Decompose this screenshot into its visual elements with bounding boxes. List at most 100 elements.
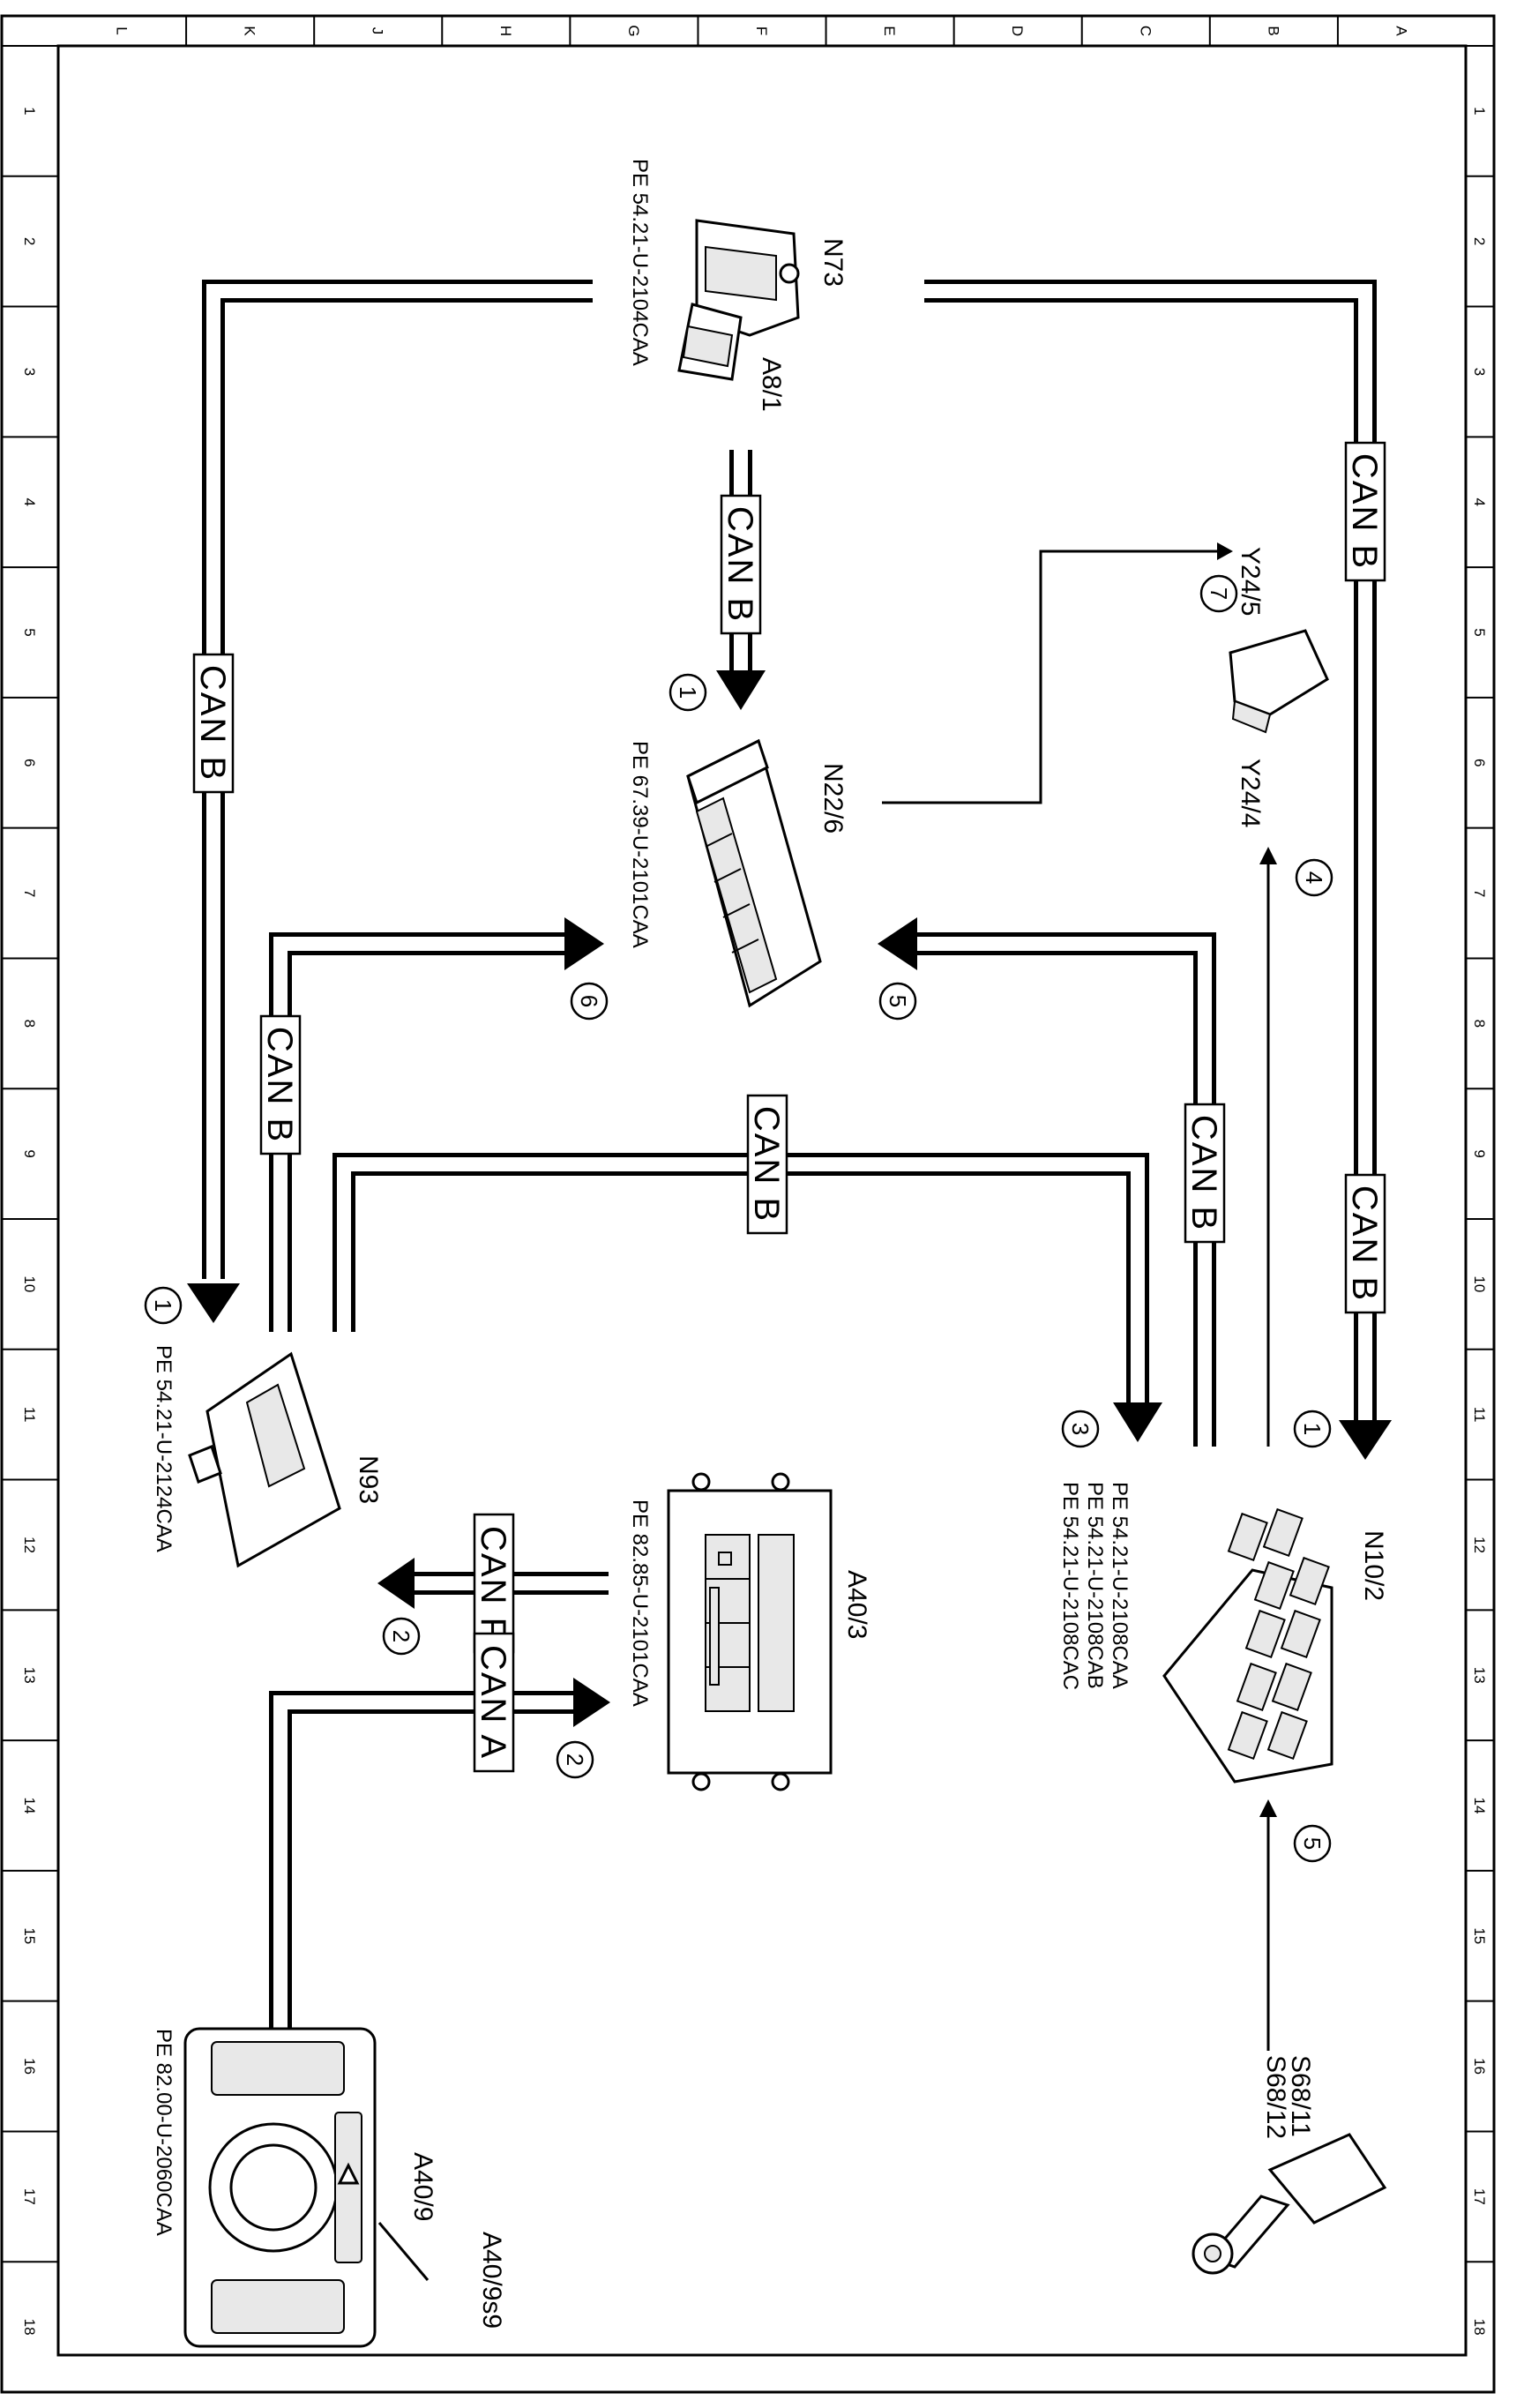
row-label-right-3: 3 [1471,368,1488,376]
column-label-h: H [497,26,514,36]
marker-5-n10-2: 5 [1293,1824,1332,1863]
sheet-frame [0,14,1496,2394]
svg-text:C: C [1137,26,1154,36]
svg-text:1: 1 [1299,1423,1326,1435]
column-label-g: G [625,25,642,36]
svg-text:A40/3: A40/3 [842,1570,871,1639]
row-label-left-7: 7 [21,889,38,897]
column-label-l: L [114,26,131,34]
ref-a40-9: PE 82.00-U-2060CAA [152,2029,176,2236]
comand-unit-a40-3 [667,1472,833,1791]
svg-text:3: 3 [21,368,38,376]
svg-text:CAN B: CAN B [260,1027,299,1143]
svg-text:PE 67.39-U-2101CAA: PE 67.39-U-2101CAA [628,741,652,948]
row-label-left-10: 10 [21,1275,38,1292]
svg-text:PE 82.85-U-2101CAA: PE 82.85-U-2101CAA [628,1499,652,1707]
label-n73: N73 [818,238,848,287]
row-label-right-9: 9 [1471,1149,1488,1157]
ref-n10-2-3: PE 54.21-U-2108CAC [1058,1482,1082,1690]
row-label-left-15: 15 [21,1927,38,1944]
column-label-k: K [242,26,258,36]
svg-text:CAN A: CAN A [474,1645,512,1760]
column-label-c: C [1137,26,1154,36]
marker-1-n22-6: 1 [669,673,707,712]
label-n93: N93 [354,1455,383,1504]
operating-unit-a40-9 [183,2027,377,2348]
can-b-wire-n73-to-n93 [202,280,593,1279]
svg-text:K: K [242,26,258,36]
svg-text:S68/12: S68/12 [1261,2055,1290,2139]
svg-text:16: 16 [1471,2058,1488,2075]
svg-text:7: 7 [1471,889,1488,897]
svg-text:15: 15 [21,1927,38,1944]
svg-text:8: 8 [1471,1020,1488,1028]
row-label-right-4: 4 [1471,497,1488,505]
svg-text:D: D [1009,26,1026,36]
svg-text:14: 14 [21,1798,38,1814]
label-y24-4: Y24/4 [1236,759,1265,827]
column-label-b: B [1265,26,1281,35]
svg-text:7: 7 [21,889,38,897]
row-label-right-1: 1 [1471,107,1488,115]
svg-text:CAN B: CAN B [721,506,759,623]
svg-text:4: 4 [21,497,38,505]
row-label-right-11: 11 [1471,1407,1488,1423]
can-b-wire-n10-2-to-n22-6 [917,932,1216,1447]
svg-text:H: H [497,26,514,36]
svg-text:Y24/5: Y24/5 [1236,547,1265,616]
arrow-to-a40-3-can-a [573,1678,610,1727]
marker-5-n22-6: 5 [878,982,917,1021]
svg-text:16: 16 [21,2058,38,2075]
can-a-label: CAN A [473,1632,515,1773]
column-label-d: D [1009,26,1026,36]
svg-text:17: 17 [1471,2188,1488,2205]
row-label-left-17: 17 [21,2188,38,2205]
can-b-label-left: CAN B [192,653,235,794]
svg-text:CAN B: CAN B [747,1106,786,1223]
arrow-to-n10-2 [1339,1420,1392,1460]
row-label-right-2: 2 [1471,237,1488,245]
svg-text:6: 6 [1471,759,1488,767]
ignition-switch-n73 [677,219,800,381]
can-b-label-a8-1: CAN B [720,494,762,635]
svg-text:12: 12 [21,1537,38,1553]
can-b-label-center: CAN B [746,1094,788,1235]
svg-text:Y24/4: Y24/4 [1236,759,1265,827]
marker-1-n10-2: 1 [1293,1410,1332,1448]
valve-y24 [1229,629,1329,734]
label-n10-2: N10/2 [1359,1530,1388,1601]
row-label-left-14: 14 [21,1798,38,1814]
row-label-right-8: 8 [1471,1020,1488,1028]
svg-text:A: A [1393,26,1409,36]
svg-text:13: 13 [21,1667,38,1684]
svg-text:2: 2 [21,237,38,245]
svg-text:1: 1 [150,1299,176,1312]
svg-text:A8/1: A8/1 [757,357,786,412]
can-b-wire-n73-to-n10-2 [924,280,1377,1420]
svg-text:S68/11: S68/11 [1286,2055,1315,2137]
sam-n10-2 [1162,1507,1334,1784]
can-b-wire-n93-to-n22-6 [269,932,564,1332]
label-y24-5: Y24/5 [1236,547,1265,616]
svg-text:N73: N73 [818,238,848,287]
svg-text:11: 11 [1471,1407,1488,1423]
row-label-right-13: 13 [1471,1667,1488,1684]
row-label-left-1: 1 [21,107,38,115]
svg-text:13: 13 [1471,1667,1488,1684]
svg-text:PE 54.21-U-2124CAA: PE 54.21-U-2124CAA [152,1345,176,1552]
row-label-right-17: 17 [1471,2188,1488,2205]
row-label-left-2: 2 [21,237,38,245]
can-b-label-n93-n22-6: CAN B [259,1014,302,1155]
ref-n93: PE 54.21-U-2124CAA [152,1345,176,1552]
label-a8-1: A8/1 [757,357,786,412]
label-a40-9s9: A40/9s9 [477,2232,506,2329]
marker-7: 7 [1199,574,1238,613]
svg-text:1: 1 [1471,107,1488,115]
svg-text:G: G [625,25,642,36]
svg-text:18: 18 [1471,2319,1488,2336]
marker-2-n93: 2 [382,1617,421,1656]
svg-text:N10/2: N10/2 [1359,1530,1388,1601]
row-label-left-9: 9 [21,1149,38,1157]
marker-1-n93: 1 [144,1286,183,1325]
